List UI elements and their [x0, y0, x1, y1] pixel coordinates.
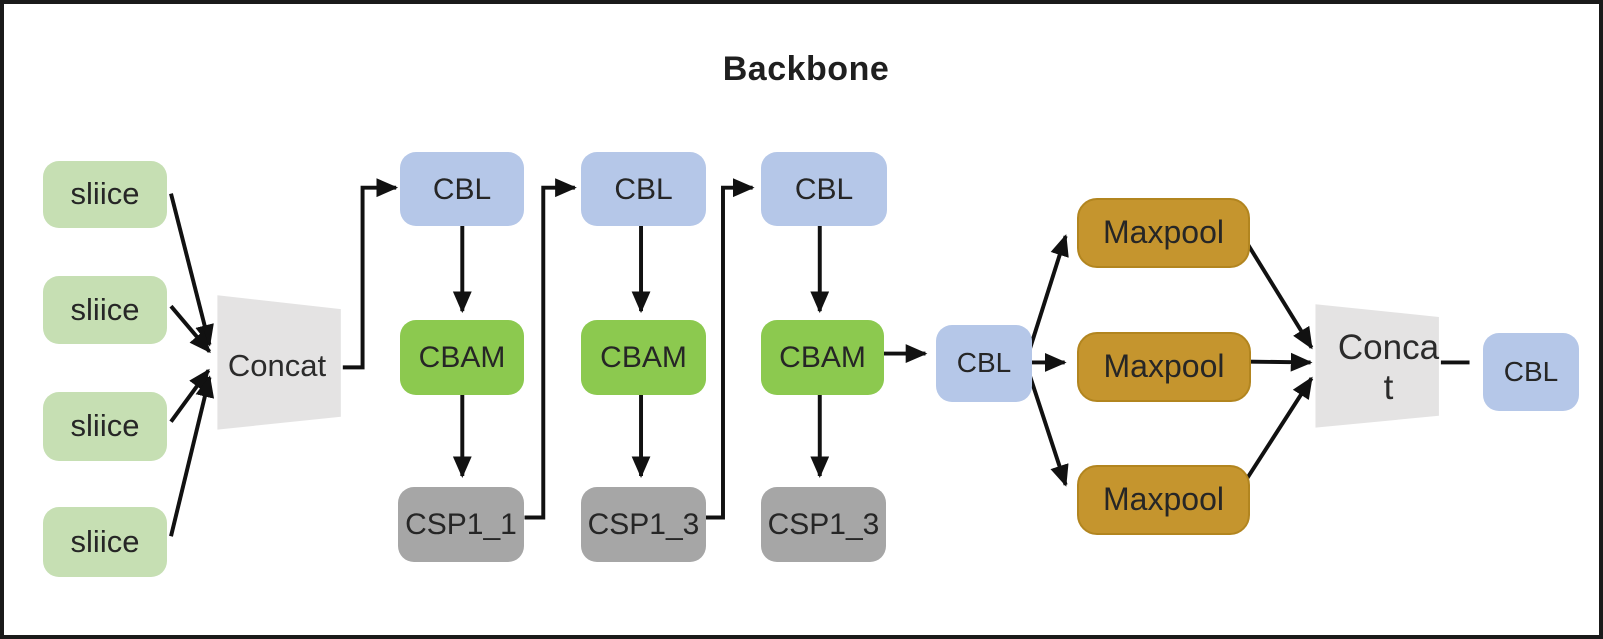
arrow-slice1-concat: [169, 193, 214, 347]
node-concat-2-label: Conca t: [1337, 327, 1440, 407]
arrow-slice2-concat: [169, 304, 212, 354]
node-cbl-1-label: CBL: [432, 172, 492, 206]
concat2-trapezoid: [1315, 304, 1439, 428]
node-cbam-2: CBAM: [581, 320, 706, 395]
node-csp1-1: CSP1_1: [398, 487, 524, 562]
node-slice-2-label: sliice: [70, 291, 140, 327]
node-maxpool-3-label: Maxpool: [1103, 481, 1224, 518]
node-slice-4-label: sliice: [70, 523, 140, 559]
node-slice-1: sliice: [43, 161, 167, 228]
node-csp1-3b-label: CSP1_3: [767, 508, 880, 541]
node-csp1-3b: CSP1_3: [761, 487, 886, 562]
node-cbl-1: CBL: [400, 152, 524, 226]
node-cbl-4-label: CBL: [956, 347, 1012, 379]
node-slice-1-label: sliice: [70, 176, 140, 212]
node-csp1-3a-label: CSP1_3: [587, 508, 700, 541]
node-slice-2: sliice: [43, 276, 167, 344]
node-maxpool-3: Maxpool: [1077, 465, 1250, 535]
node-cbl-4: CBL: [936, 325, 1032, 402]
node-csp1-3a: CSP1_3: [581, 487, 706, 562]
node-cbl-3: CBL: [761, 152, 887, 226]
arrow-concat1-cbl1: [342, 178, 399, 370]
node-csp1-1-label: CSP1_1: [405, 508, 517, 541]
node-maxpool-2-label: Maxpool: [1103, 348, 1225, 385]
node-cbam-1: CBAM: [400, 320, 524, 395]
arrow-maxpool3-concat2: [1236, 376, 1314, 493]
node-maxpool-1: Maxpool: [1077, 198, 1250, 268]
node-cbam-3-label: CBAM: [779, 341, 866, 374]
arrow-csp2-cbl3: [704, 178, 755, 520]
node-cbl-5: CBL: [1483, 333, 1579, 411]
arrow-slice3-concat: [169, 368, 211, 423]
arrow-maxpool1-concat2: [1236, 228, 1314, 350]
node-maxpool-2: Maxpool: [1077, 332, 1251, 402]
node-concat-1-label: Concat: [227, 348, 327, 383]
node-cbam-2-label: CBAM: [600, 341, 687, 374]
connector-layer: [169, 178, 1470, 537]
arrow-cbl4-maxpool3: [1025, 366, 1069, 487]
node-cbam-1-label: CBAM: [418, 341, 506, 374]
node-cbl-2: CBL: [581, 152, 706, 226]
node-cbam-3: CBAM: [761, 320, 884, 395]
node-maxpool-1-label: Maxpool: [1103, 214, 1224, 251]
node-slice-4: sliice: [43, 507, 167, 577]
node-cbl-5-label: CBL: [1503, 355, 1559, 387]
node-slice-3: sliice: [43, 392, 167, 461]
arrow-cbl4-maxpool1: [1025, 234, 1069, 359]
concat1-trapezoid: [217, 295, 341, 430]
node-cbl-3-label: CBL: [794, 172, 854, 206]
diagram-title: Backbone: [722, 50, 890, 88]
node-slice-3-label: sliice: [70, 408, 140, 444]
arrow-csp1-cbl2: [524, 178, 577, 520]
node-cbl-2-label: CBL: [614, 172, 673, 206]
arrow-slice4-concat: [169, 375, 215, 537]
